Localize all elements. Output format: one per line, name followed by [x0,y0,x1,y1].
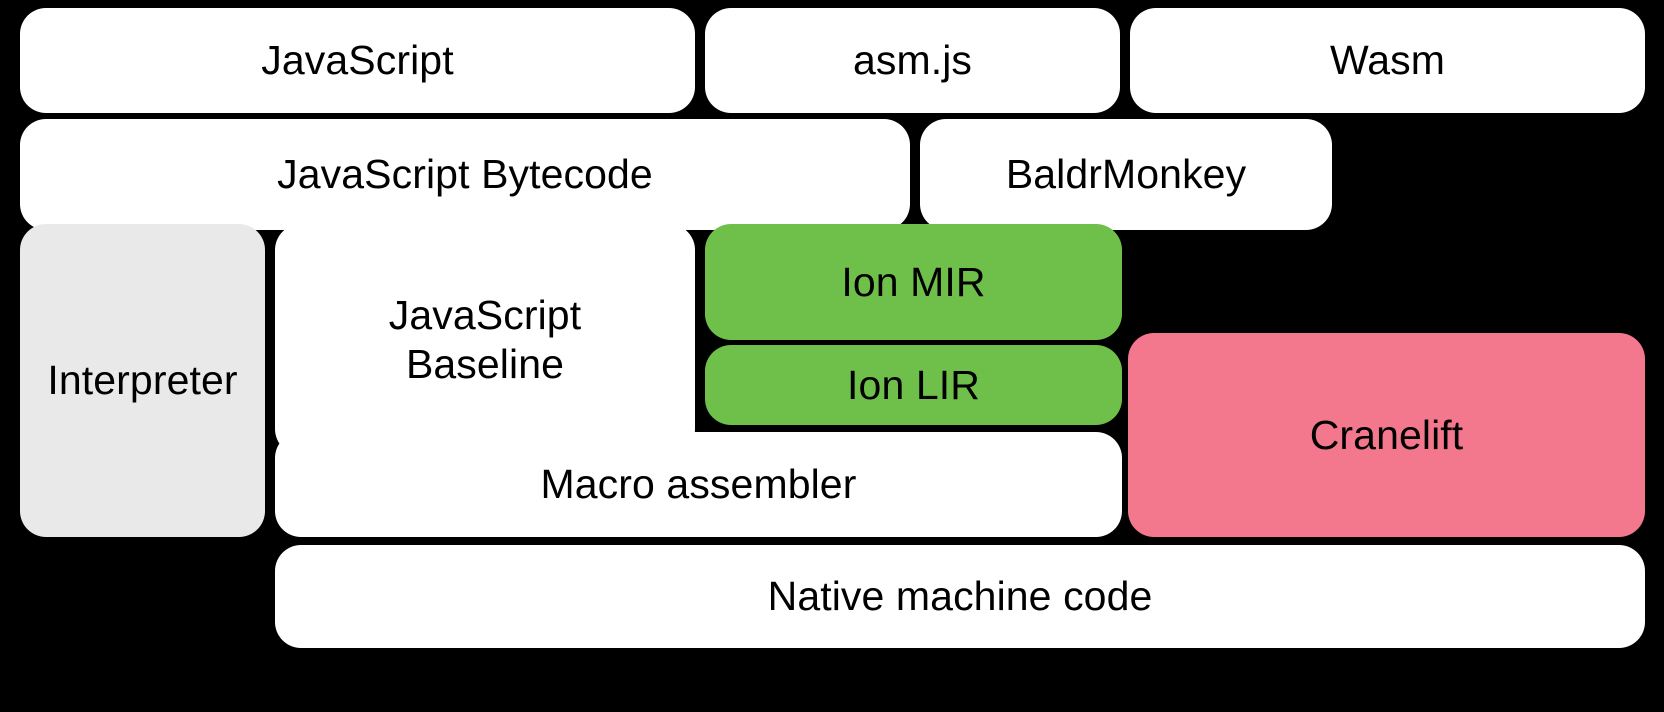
node-baldrmonkey[interactable]: BaldrMonkey [920,119,1332,230]
node-ion-lir[interactable]: Ion LIR [705,345,1122,425]
node-javascript-bytecode[interactable]: JavaScript Bytecode [20,119,910,230]
node-ion-mir[interactable]: Ion MIR [705,224,1122,340]
node-javascript[interactable]: JavaScript [20,8,695,113]
node-wasm[interactable]: Wasm [1130,8,1645,113]
node-asmjs[interactable]: asm.js [705,8,1120,113]
node-interpreter[interactable]: Interpreter [20,224,265,537]
node-javascript-baseline[interactable]: JavaScript Baseline [275,224,695,455]
node-cranelift[interactable]: Cranelift [1128,333,1645,537]
node-native-machine-code[interactable]: Native machine code [275,545,1645,648]
node-macro-assembler[interactable]: Macro assembler [275,432,1122,537]
